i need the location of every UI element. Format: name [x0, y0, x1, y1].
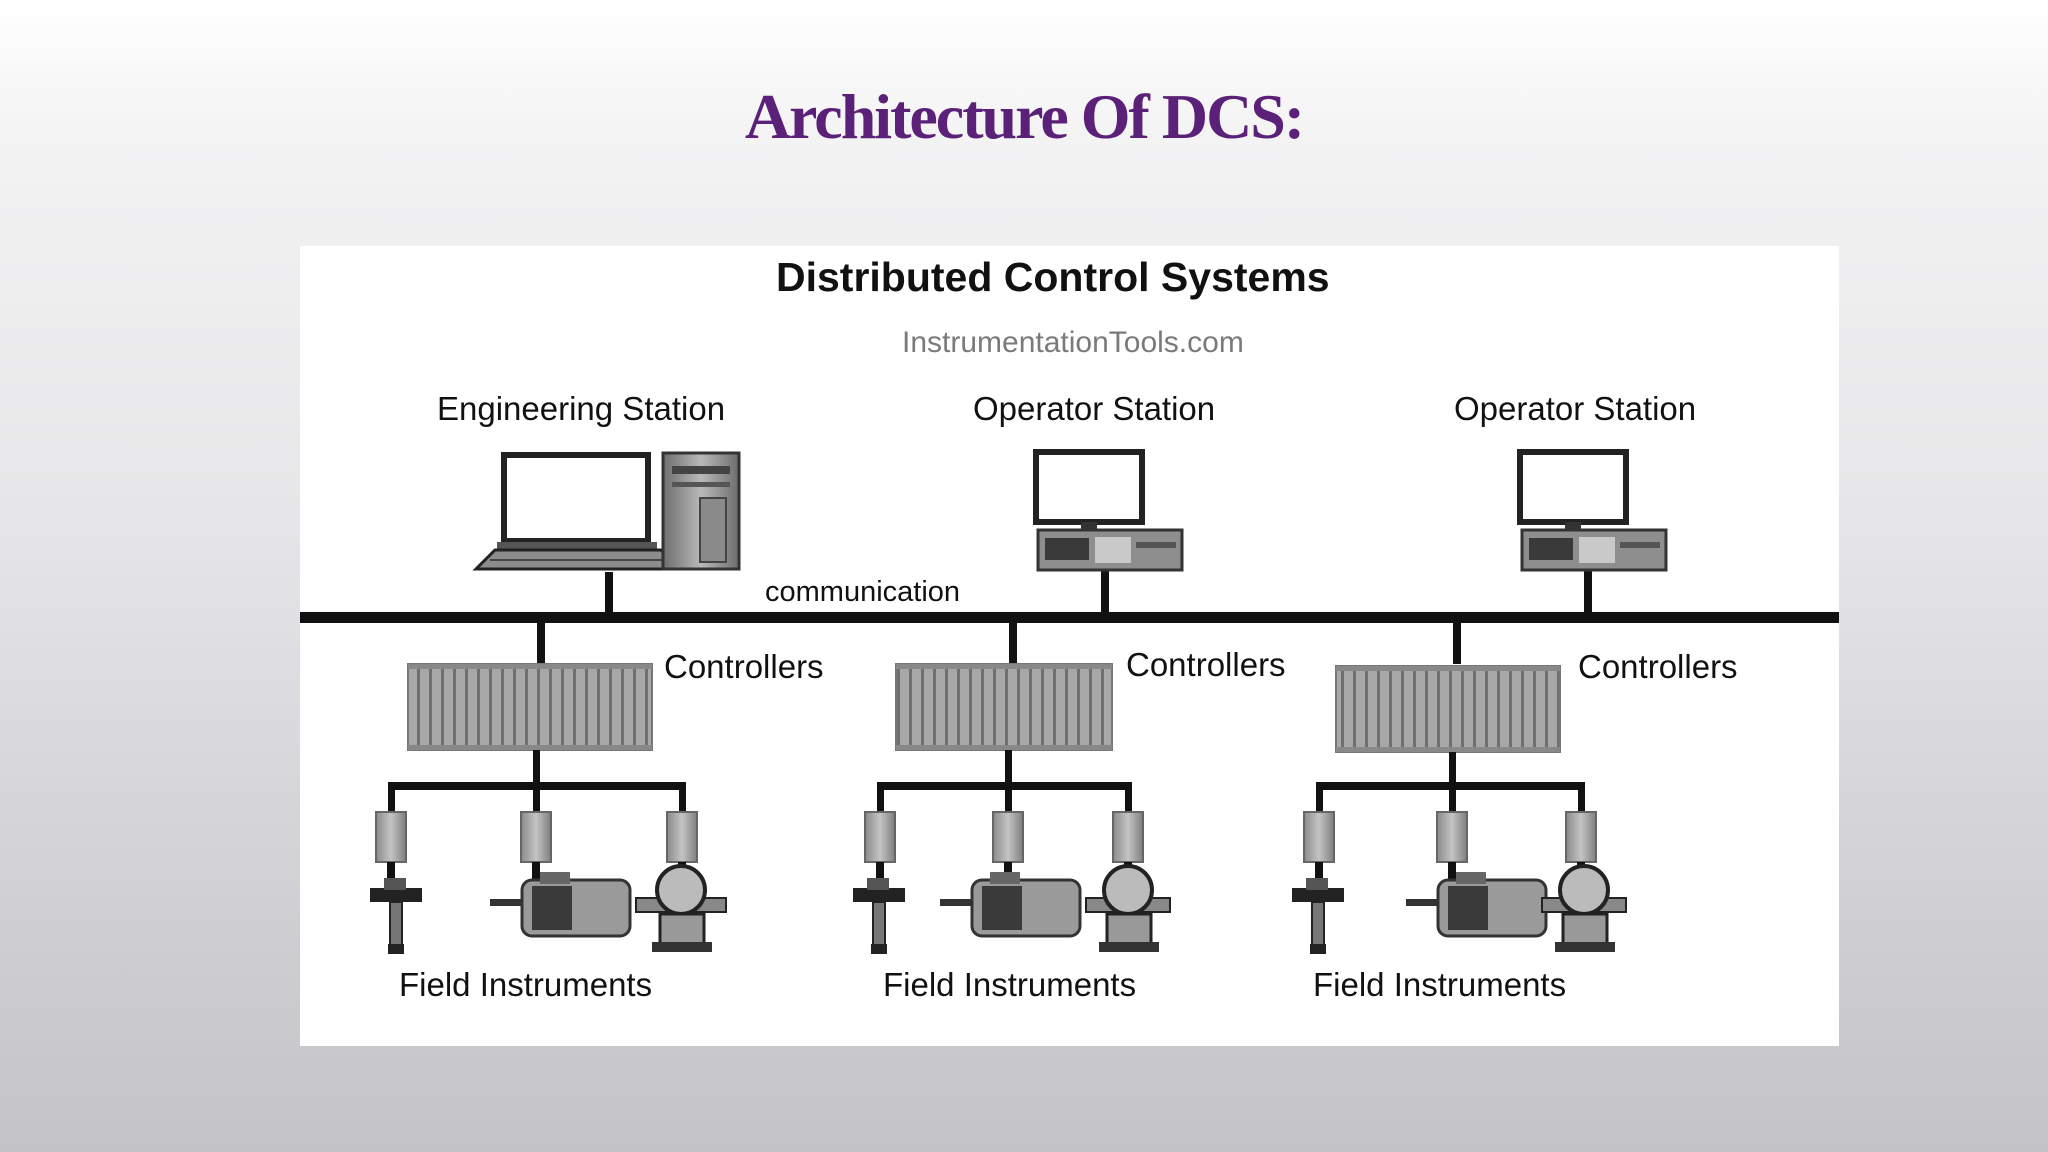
station-label-engineering: Engineering Station	[437, 390, 726, 427]
controller-drop	[537, 622, 545, 664]
station-connector	[605, 572, 613, 614]
io-module-icon	[864, 811, 896, 880]
diagram-title: Distributed Control Systems	[776, 254, 1330, 300]
control-valve-icon	[1292, 878, 1344, 954]
controller-label-3: Controllers	[1578, 648, 1738, 685]
slide-title: Architecture Of DCS:	[744, 81, 1305, 152]
control-valve-icon	[853, 878, 905, 954]
dcs-diagram	[300, 449, 1839, 954]
controller-drop	[1453, 622, 1461, 664]
field-instruments-label-2: Field Instruments	[883, 966, 1137, 1003]
desktop-computer-icon	[1517, 449, 1668, 572]
station-label-operator-2: Operator Station	[1454, 390, 1697, 427]
station-label-operator-1: Operator Station	[973, 390, 1216, 427]
io-module-icon	[1112, 811, 1144, 880]
station-connector	[1584, 568, 1592, 614]
motor-icon	[1406, 872, 1548, 938]
pressure-transmitter-icon	[1541, 864, 1627, 952]
io-module-icon	[375, 811, 407, 880]
bus-label: communication	[765, 576, 961, 608]
communication-bus	[300, 612, 1839, 623]
pressure-transmitter-icon	[1085, 864, 1171, 952]
io-module-icon	[1303, 811, 1335, 880]
field-bus-tree	[1316, 752, 1585, 812]
controller-drop	[1009, 622, 1017, 664]
field-instruments-label-3: Field Instruments	[1313, 966, 1567, 1003]
controller-rack-icon	[1335, 665, 1561, 753]
pressure-transmitter-icon	[635, 864, 727, 952]
field-bus-tree	[388, 750, 686, 812]
dcs-diagram-panel: Distributed Control Systems Instrumentat…	[300, 246, 1839, 1046]
controller-rack-icon	[895, 663, 1113, 751]
field-bus-tree	[877, 750, 1132, 812]
io-module-icon	[992, 811, 1024, 880]
io-module-icon	[520, 811, 552, 880]
io-module-icon	[1436, 811, 1468, 880]
controller-rack-icon	[407, 663, 653, 751]
field-instruments-label-1: Field Instruments	[399, 966, 653, 1003]
controller-label-1: Controllers	[664, 648, 824, 685]
motor-icon	[940, 872, 1082, 938]
station-connector	[1101, 568, 1109, 614]
desktop-computer-icon	[1033, 449, 1184, 572]
controller-label-2: Controllers	[1126, 646, 1286, 683]
watermark-text: InstrumentationTools.com	[902, 326, 1244, 359]
motor-icon	[490, 872, 632, 938]
control-valve-icon	[370, 878, 422, 954]
laptop-tower-icon	[472, 451, 741, 571]
